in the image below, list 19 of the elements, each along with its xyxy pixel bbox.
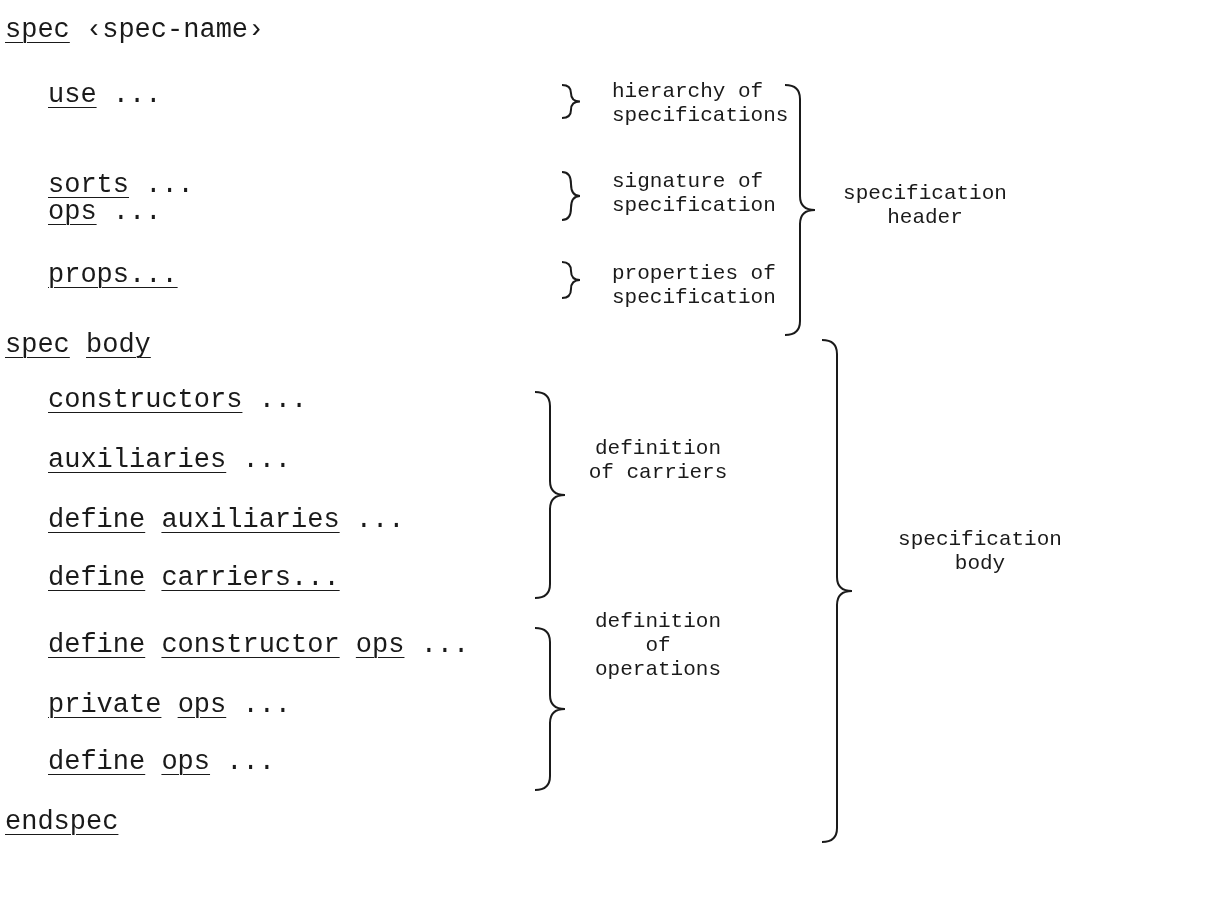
code-line: spec ‹spec-name› bbox=[5, 14, 265, 47]
annotation-text: definition of carriers bbox=[588, 437, 728, 485]
code-line: private ops ... bbox=[48, 689, 292, 722]
code-line: define carriers... bbox=[48, 562, 340, 595]
annotation-text: specification header bbox=[842, 182, 1008, 230]
code-line: define constructor ops ... bbox=[48, 629, 470, 662]
annotation-text: hierarchy of specifications bbox=[612, 80, 790, 128]
code-line: define auxiliaries ... bbox=[48, 504, 405, 537]
code-line: auxiliaries ... bbox=[48, 444, 292, 477]
code-line: endspec bbox=[5, 806, 119, 839]
code-line: define ops ... bbox=[48, 746, 275, 779]
annotation-text: signature of specification bbox=[612, 170, 777, 218]
annotation-text: properties of specification bbox=[612, 262, 777, 310]
code-line: use ... bbox=[48, 79, 162, 112]
code-line: spec body bbox=[5, 329, 151, 362]
code-line: constructors ... bbox=[48, 384, 308, 417]
annotation-text: definition of operations bbox=[594, 610, 722, 682]
annotation-text: specification body bbox=[897, 528, 1063, 576]
code-line: props... bbox=[48, 259, 178, 292]
